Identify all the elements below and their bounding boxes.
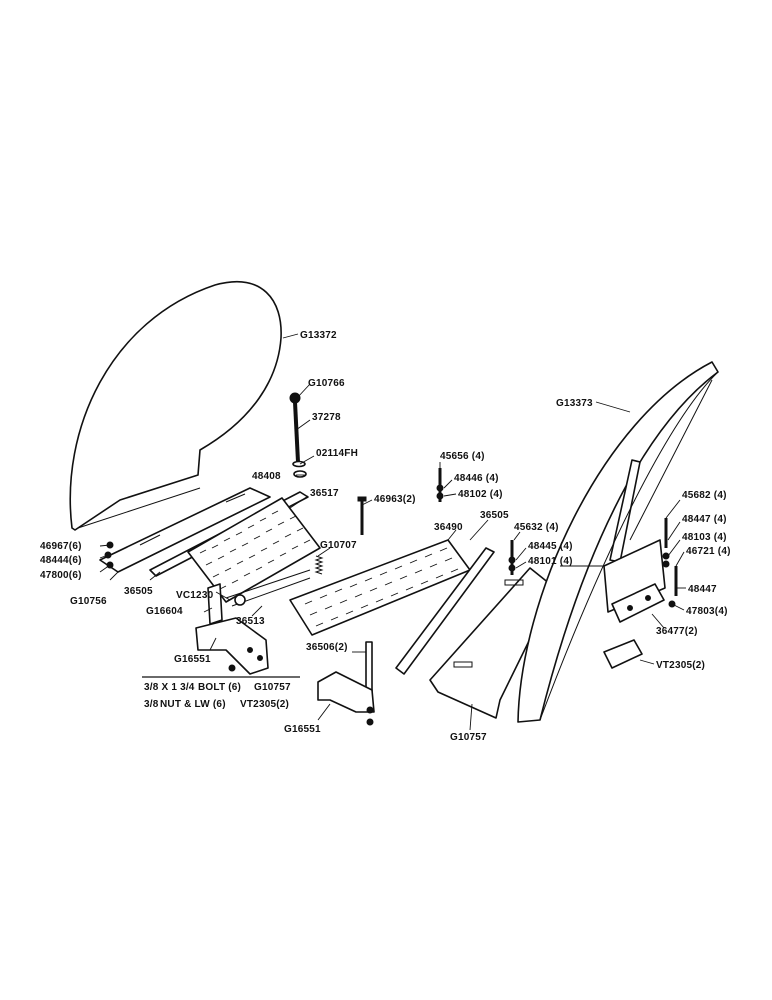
label-36490: 36490 (434, 522, 463, 533)
label-48103: 48103 (4) (682, 532, 727, 543)
spring-g10707 (314, 555, 324, 575)
label-45682: 45682 (4) (682, 490, 727, 501)
label-48446: 48446 (4) (454, 473, 499, 484)
post-36506 (365, 641, 373, 695)
label-36477: 36477(2) (656, 626, 698, 637)
washer-48408 (293, 470, 307, 478)
label-46721: 46721 (4) (686, 546, 731, 557)
label-47803: 47803(4) (686, 606, 728, 617)
legend-nut-item: NUT & LW (6) (160, 699, 226, 710)
step-bracket-g10757 (429, 567, 556, 719)
bolt-37278 (289, 392, 307, 478)
knob-g10766 (289, 392, 301, 404)
label-g10766: G10766 (308, 378, 345, 389)
bracket-g16551-right (317, 671, 375, 726)
hardware-legend: 3/8 X 1 3/4 BOLT (6) G10757 3/8 NUT & LW… (142, 676, 300, 710)
label-45632: 45632 (4) (514, 522, 559, 533)
legend-nut-part: VT2305(2) (240, 699, 289, 710)
label-47800: 47800(6) (40, 570, 82, 581)
rod-36513 (207, 569, 311, 625)
label-48102: 48102 (4) (458, 489, 503, 500)
label-36505-left: 36505 (124, 586, 153, 597)
label-48445: 48445 (4) (528, 541, 573, 552)
label-vt2305-right: VT2305(2) (656, 660, 705, 671)
label-45656: 45656 (4) (440, 451, 485, 462)
label-36513: 36513 (236, 616, 265, 627)
label-37278: 37278 (312, 412, 341, 423)
label-g10757-bracket: G10757 (450, 732, 487, 743)
fender-g13372 (69, 280, 282, 531)
label-36517: 36517 (310, 488, 339, 499)
bracket-g16604 (207, 583, 223, 625)
leader-lines (99, 333, 686, 731)
legend-bolt-part: G10757 (254, 682, 291, 693)
step-plate-g10756 (99, 487, 271, 573)
label-g13373: G13373 (556, 398, 593, 409)
label-g10756: G10756 (70, 596, 107, 607)
bolt-45632 (508, 540, 516, 575)
angle-36505-right (395, 547, 495, 675)
label-48101: 48101 (4) (528, 556, 573, 567)
label-g16551-right: G16551 (284, 724, 321, 735)
label-g16551-left: G16551 (174, 654, 211, 665)
bolt-45656 (436, 468, 444, 502)
label-36505-right: 36505 (480, 510, 509, 521)
label-46963: 46963(2) (374, 494, 416, 505)
bolt-46963 (357, 496, 367, 535)
label-48408: 48408 (252, 471, 281, 482)
bracket-36477 (611, 583, 665, 623)
treadplate-36517 (187, 497, 321, 603)
label-36506: 36506(2) (306, 642, 348, 653)
label-g10707: G10707 (320, 540, 357, 551)
label-46967: 46967(6) (40, 541, 82, 552)
callout-labels: G13372 G10766 37278 02114FH 48408 36517 … (40, 330, 731, 743)
label-vc1230: VC1230 (176, 590, 214, 601)
plate-vt2305 (603, 639, 643, 669)
bolts-right (662, 518, 678, 608)
label-02114fh: 02114FH (316, 448, 358, 459)
label-48447-b: 48447 (688, 584, 717, 595)
legend-bolt-item: BOLT (6) (198, 682, 241, 693)
label-g16604: G16604 (146, 606, 183, 617)
label-g13372: G13372 (300, 330, 337, 341)
label-48444: 48444(6) (40, 555, 82, 566)
legend-bolt-size: 3/8 X 1 3/4 (144, 682, 195, 693)
label-48447-a: 48447 (4) (682, 514, 727, 525)
bracket-g16551-left (195, 617, 269, 675)
legend-nut-size: 3/8 (144, 699, 159, 710)
